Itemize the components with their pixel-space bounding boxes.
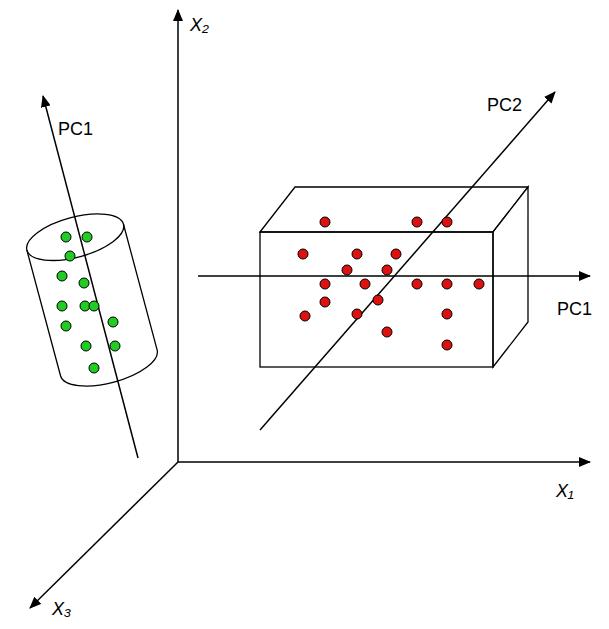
axis-label: X₂ xyxy=(190,14,209,36)
component-label: PC1 xyxy=(58,118,93,140)
green-data-points xyxy=(57,232,120,373)
axis-label: X₁ xyxy=(556,480,574,502)
component-label: PC1 xyxy=(557,298,592,320)
pc2-axis xyxy=(260,92,555,430)
x3-axis xyxy=(30,462,178,608)
x1-axis xyxy=(178,461,590,463)
component-label: PC2 xyxy=(487,94,522,116)
red-data-points xyxy=(298,217,484,350)
x2-axis xyxy=(177,10,179,462)
coordinate-axes xyxy=(30,10,590,608)
axis-label: X₃ xyxy=(52,598,71,620)
cylinder-outline xyxy=(22,205,163,395)
pc1-axis xyxy=(43,96,138,458)
